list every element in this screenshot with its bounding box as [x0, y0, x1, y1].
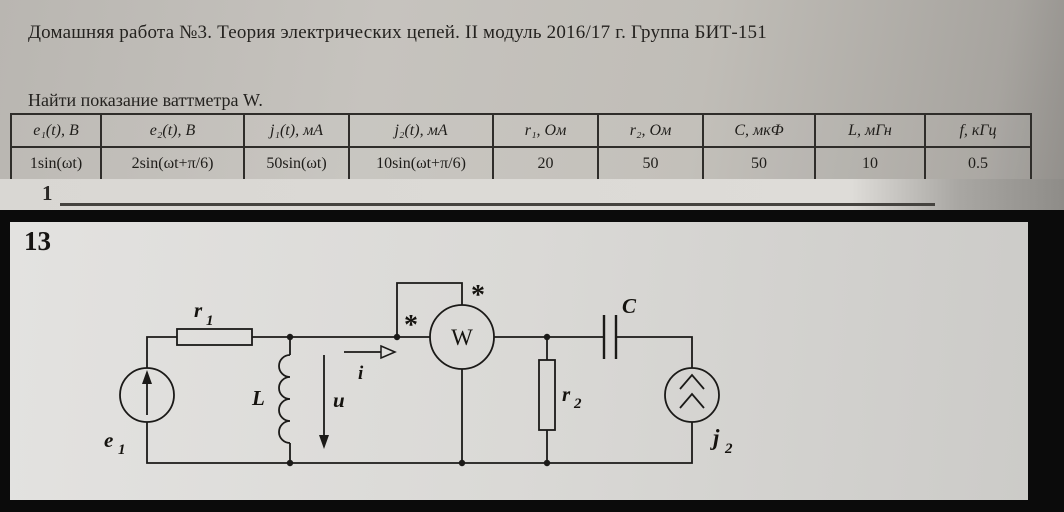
- wire-to-current-source: [616, 336, 693, 368]
- node-dot: [286, 459, 294, 467]
- source-j2-label: j: [709, 425, 720, 450]
- table-header-cell: f, кГц: [924, 113, 1032, 148]
- table-header-cell: r₁, Ом: [492, 113, 599, 148]
- table-value-cell: 10: [814, 146, 926, 181]
- table-header-cell: L, мГн: [814, 113, 926, 148]
- resistor-r1-subscript: 1: [206, 313, 214, 329]
- table-value-cell: 0.5: [924, 146, 1032, 181]
- next-item-number: 1: [42, 181, 53, 205]
- node-dot: [543, 333, 551, 341]
- parameters-table: e₁(t), В e₂(t), В j₁(t), мА j₂(t), мА r₁…: [10, 113, 1032, 181]
- current-i-label: i: [358, 363, 364, 384]
- wattmeter: [396, 282, 495, 463]
- table-value-cell: 1sin(ωt): [10, 146, 102, 181]
- source-e1-label: e: [104, 428, 113, 452]
- figure-paper: 13 e 1 r: [10, 222, 1028, 500]
- table-value-cell: 2sin(ωt+π/6): [100, 146, 245, 181]
- inductor-label: L: [251, 386, 265, 410]
- table-header-cell: e₁(t), В: [10, 113, 102, 148]
- node-dot: [458, 459, 466, 467]
- source-e1-subscript: 1: [118, 442, 126, 458]
- partial-figure-edge: [60, 203, 935, 206]
- resistor-r1: [176, 328, 253, 346]
- table-header-cell: C, мкФ: [702, 113, 816, 148]
- resistor-r2: [538, 337, 556, 463]
- document-photo-top: Домашняя работа №3. Теория электрических…: [0, 0, 1064, 222]
- voltage-u-label: u: [333, 388, 345, 412]
- table-header-cell: e₂(t), В: [100, 113, 245, 148]
- wattmeter-label: W: [451, 325, 473, 350]
- table-value-cell: 50: [702, 146, 816, 181]
- source-j2-subscript: 2: [724, 441, 733, 457]
- node-dot: [393, 333, 401, 341]
- figure-photo-frame: 13 e 1 r: [0, 210, 1064, 512]
- table-value-cell: 50sin(ωt): [243, 146, 350, 181]
- wire-bottom: [146, 422, 693, 464]
- wire-left-riser: [146, 336, 177, 368]
- table-header-cell: j₂(t), мА: [348, 113, 494, 148]
- table-header-row: e₁(t), В e₂(t), В j₁(t), мА j₂(t), мА r₁…: [10, 113, 1032, 148]
- table-values-row: 1sin(ωt) 2sin(ωt+π/6) 50sin(ωt) 10sin(ωt…: [10, 146, 1032, 181]
- voltage-source-e1: [119, 367, 175, 423]
- circuit-diagram: e 1 r 1 L: [104, 280, 733, 467]
- inductor-L: [278, 337, 291, 463]
- document-title: Домашняя работа №3. Теория электрических…: [28, 22, 767, 43]
- wattmeter-voltage-polarity-mark: *: [471, 280, 485, 311]
- figure-number: 13: [24, 226, 51, 256]
- table-header-cell: j₁(t), мА: [243, 113, 350, 148]
- resistor-r2-label: r: [562, 382, 571, 406]
- current-source-j2: [664, 367, 720, 423]
- table-value-cell: 20: [492, 146, 599, 181]
- task-text: Найти показание ваттметра W.: [28, 90, 263, 110]
- table-header-cell: r₂, Ом: [597, 113, 704, 148]
- node-dot: [543, 459, 551, 467]
- capacitor-label: C: [622, 294, 637, 318]
- node-dot: [286, 333, 294, 341]
- voltage-arrow-u: [319, 355, 329, 449]
- wattmeter-current-polarity-mark: *: [404, 310, 418, 341]
- table-value-cell: 10sin(ωt+π/6): [348, 146, 494, 181]
- current-arrow-i: [344, 344, 397, 360]
- table-value-cell: 50: [597, 146, 704, 181]
- resistor-r2-subscript: 2: [573, 396, 582, 412]
- capacitor-C: [602, 315, 618, 359]
- resistor-r1-label: r: [194, 298, 203, 322]
